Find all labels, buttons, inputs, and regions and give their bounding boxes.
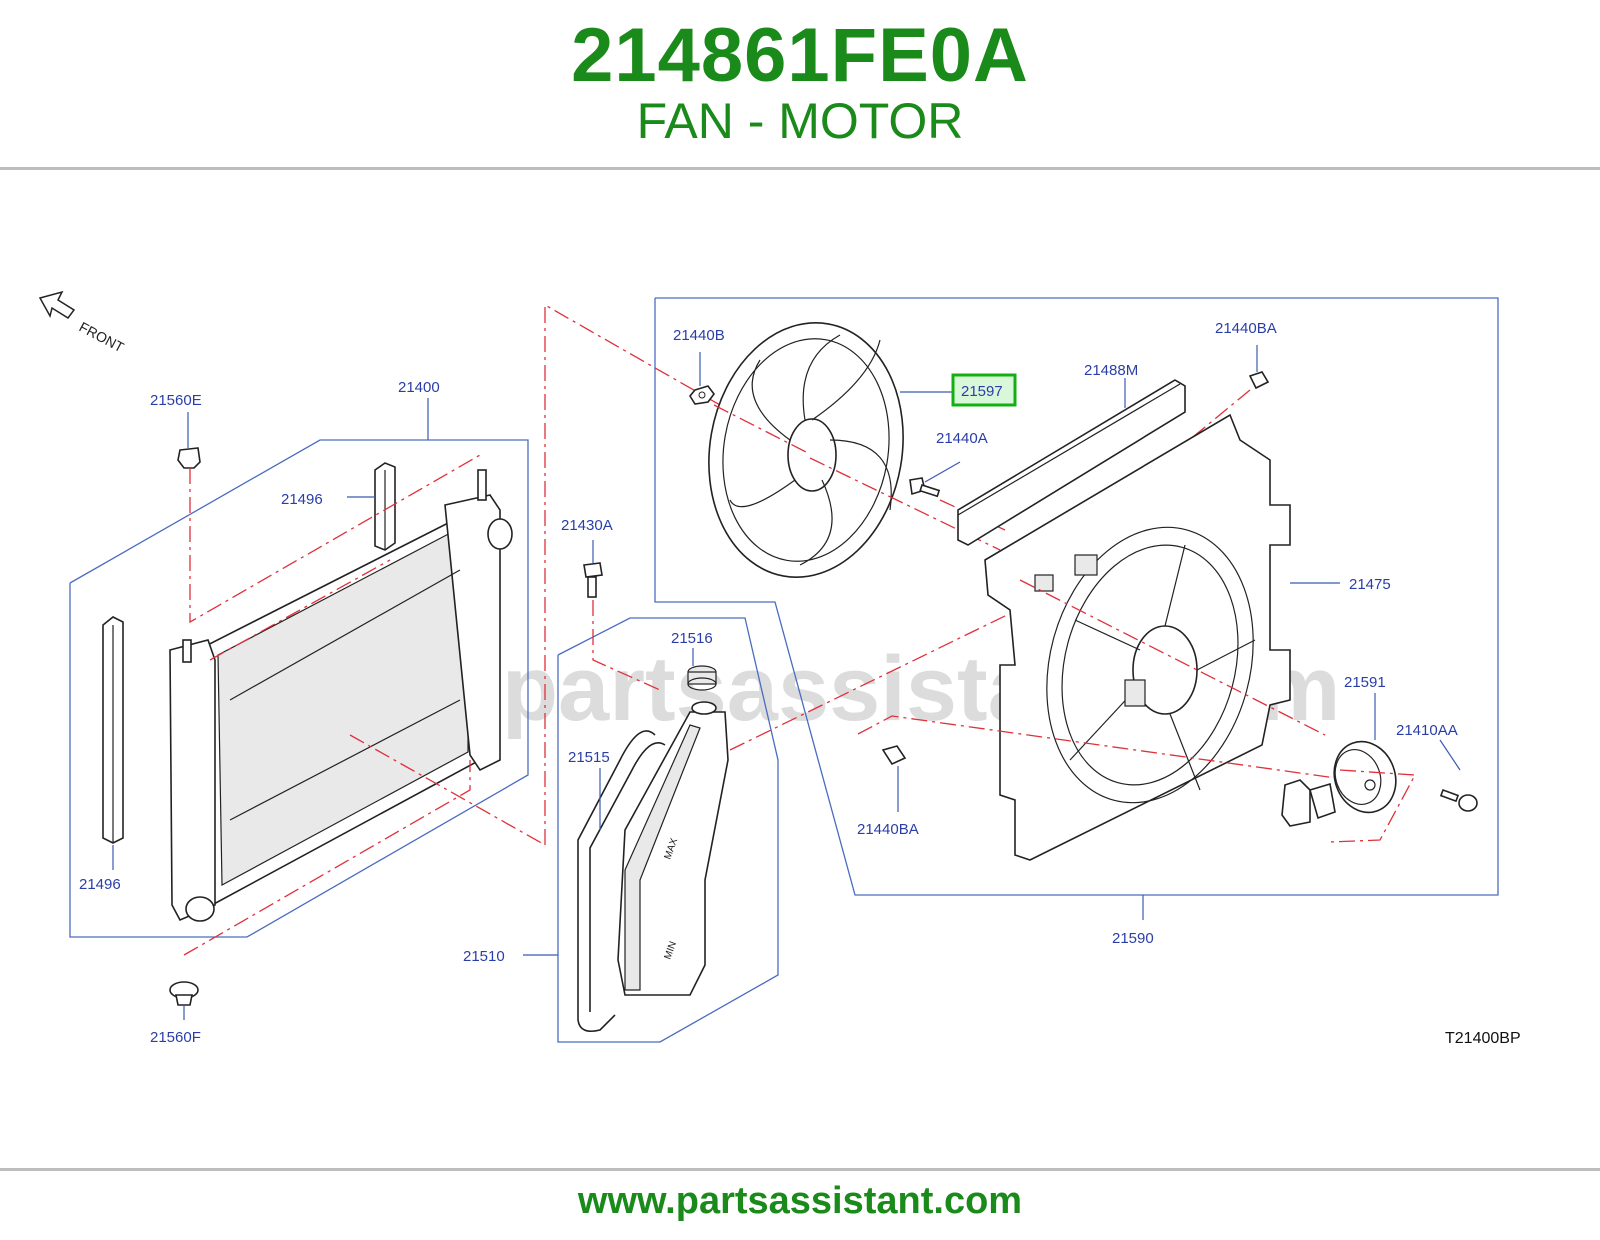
dash-radiator-mid <box>209 559 391 661</box>
reservoir-group-box <box>557 617 779 1043</box>
dash-radiator-to-fan <box>544 303 721 845</box>
drain-plug-bottom <box>169 981 199 1006</box>
leader-21410AA <box>1439 739 1461 771</box>
drawing-code: T21400BP <box>1445 1030 1521 1047</box>
callout-21590[interactable]: 21590 <box>1112 930 1154 947</box>
part-number-title: 214861FE0A <box>571 13 1029 98</box>
fan-blade <box>708 322 904 578</box>
callout-21440A[interactable]: 21440A <box>936 430 988 447</box>
clip-21440BA-bottom <box>881 745 907 766</box>
dash-bolt-21430A <box>592 600 661 691</box>
header-divider <box>0 167 1600 170</box>
dash-radiator-bottom <box>183 760 471 956</box>
dash-fan-top <box>713 404 807 453</box>
callout-21400[interactable]: 21400 <box>398 379 440 396</box>
callout-21488M[interactable]: 21488M <box>1084 362 1138 379</box>
seal-strip-top <box>374 462 396 551</box>
highlight-box <box>951 373 1017 407</box>
radiator-group-box <box>69 439 529 938</box>
reservoir-cap <box>687 665 717 691</box>
callout-21410AA[interactable]: 21410AA <box>1396 722 1458 739</box>
callout-21591[interactable]: 21591 <box>1344 674 1386 691</box>
callout-21440B[interactable]: 21440B <box>673 327 725 344</box>
front-arrow-icon <box>38 290 76 320</box>
callout-21496-left[interactable]: 21496 <box>79 876 121 893</box>
callout-21430A[interactable]: 21430A <box>561 517 613 534</box>
part-name-subtitle: FAN - MOTOR <box>636 93 964 149</box>
page-header: 214861FE0A FAN - MOTOR <box>0 0 1600 170</box>
clip-21440BA-top <box>1248 371 1270 390</box>
screw-21410AA <box>1439 788 1478 812</box>
seal-21488M <box>957 379 1186 546</box>
callout-21597[interactable]: 21597 <box>961 383 1003 400</box>
fan-shroud-group-box <box>654 297 1499 896</box>
callout-21440BA-bottom[interactable]: 21440BA <box>857 821 919 838</box>
nut-21440B <box>689 385 715 405</box>
leader-21440A <box>924 461 961 483</box>
callout-21496-top[interactable]: 21496 <box>281 491 323 508</box>
drain-plug-top <box>177 447 201 469</box>
callout-21440BA-top[interactable]: 21440BA <box>1215 320 1277 337</box>
radiator-core <box>169 469 513 922</box>
dash-clip-bottom <box>857 715 1351 781</box>
callout-21516[interactable]: 21516 <box>671 630 713 647</box>
bolt-21440A <box>909 477 941 498</box>
seal-strip-left <box>102 616 124 844</box>
front-label: FRONT <box>77 319 127 356</box>
callout-21475[interactable]: 21475 <box>1349 576 1391 593</box>
callout-21560E[interactable]: 21560E <box>150 392 202 409</box>
reservoir-tank: MAX MIN <box>617 701 729 996</box>
bolt-21430A <box>583 562 603 598</box>
dash-motor-bracket <box>1329 769 1417 843</box>
dash-radiator-top <box>189 454 481 624</box>
footer-divider <box>0 1168 1600 1171</box>
reservoir-hose <box>577 730 666 1033</box>
fan-shroud <box>984 413 1291 861</box>
fan-motor <box>1281 740 1397 827</box>
callout-21560F[interactable]: 21560F <box>150 1029 201 1046</box>
callout-21510[interactable]: 21510 <box>463 948 505 965</box>
callout-21515[interactable]: 21515 <box>568 749 610 766</box>
dash-radiator-core <box>349 734 546 846</box>
footer-url-link[interactable]: www.partsassistant.com <box>577 1180 1023 1222</box>
